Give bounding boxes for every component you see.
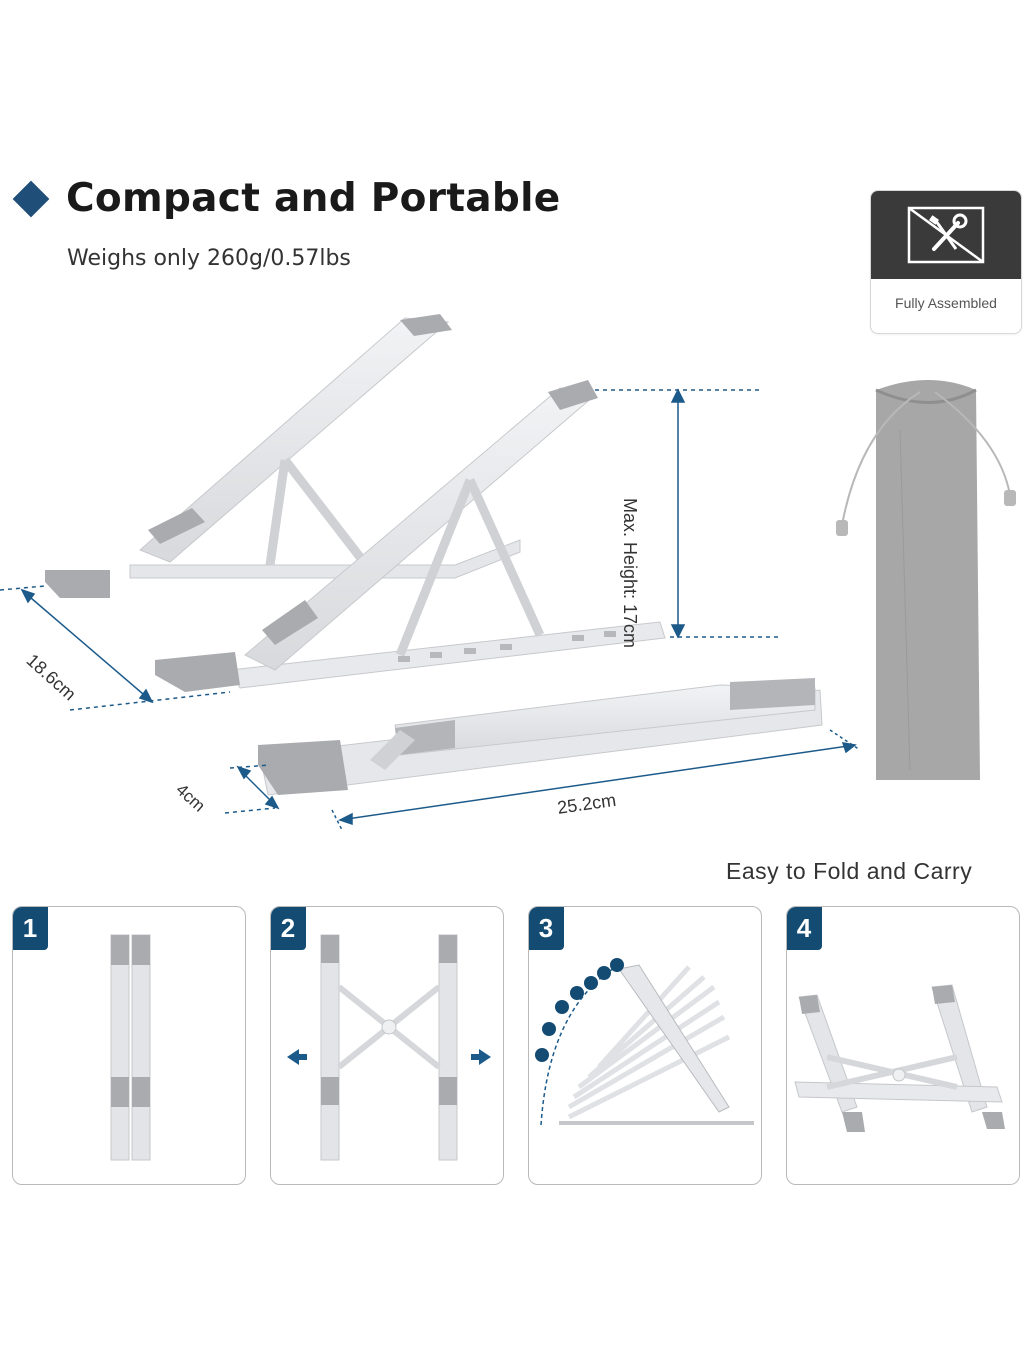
folded-stand-step-image xyxy=(110,934,151,1161)
fully-assembled-badge: Fully Assembled xyxy=(870,190,1022,334)
diamond-bullet-icon xyxy=(12,180,50,217)
step-panel-2: 2 xyxy=(270,906,504,1185)
title-row: Compact and Portable xyxy=(12,176,561,221)
step-number-badge: 3 xyxy=(529,907,564,950)
weight-subtitle: Weighs only 260g/0.57lbs xyxy=(67,246,351,271)
max-height-label: Max. Height: 17cm xyxy=(620,498,640,649)
storage-pouch-image xyxy=(836,380,1016,780)
open-stand-back xyxy=(45,314,521,598)
dimension-lines xyxy=(0,388,860,831)
step-number-badge: 4 xyxy=(787,907,822,950)
folded-stand xyxy=(258,678,823,796)
angle-adjust-step-image xyxy=(535,958,754,1126)
page-title: Compact and Portable xyxy=(66,176,561,221)
no-tools-icon xyxy=(907,206,985,264)
step-number-badge: 2 xyxy=(271,907,306,950)
step-panel-4: 4 xyxy=(786,906,1020,1185)
open-stand-front xyxy=(155,380,666,692)
steps-caption: Easy to Fold and Carry xyxy=(726,858,973,884)
open-stand-step-image xyxy=(794,984,1005,1132)
unfolding-stand-step-image xyxy=(287,934,491,1161)
step-panel-3: 3 xyxy=(528,906,762,1185)
step-number-badge: 1 xyxy=(13,907,48,950)
laptop-stand-illustration xyxy=(0,314,860,831)
fully-assembled-label: Fully Assembled xyxy=(895,295,997,311)
step-panel-1: 1 xyxy=(12,906,246,1185)
